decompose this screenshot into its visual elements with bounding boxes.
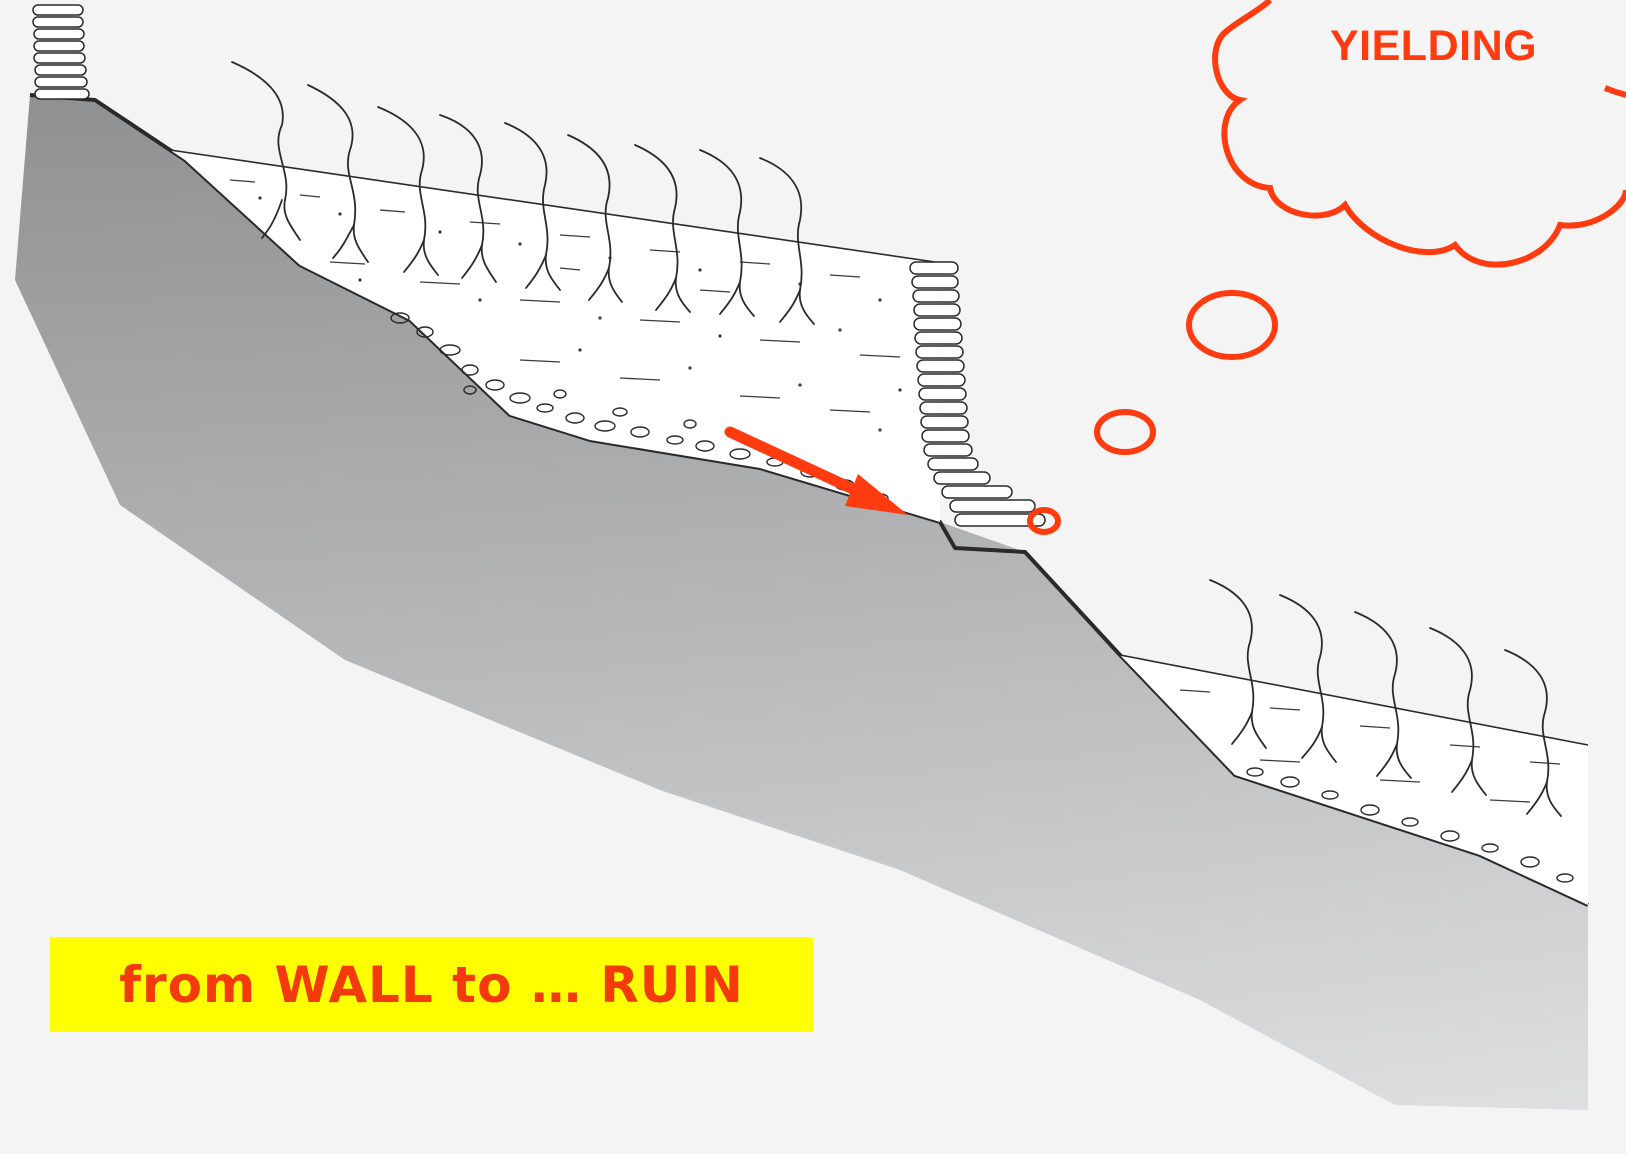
caption: from WALL to … RUIN [50, 937, 813, 1032]
caption-text: from WALL to … RUIN [119, 956, 744, 1014]
thought-bubble-label: YIELDING [1330, 22, 1537, 71]
thought-cloud-icon [1030, 0, 1626, 532]
top-left-wall [33, 5, 89, 99]
